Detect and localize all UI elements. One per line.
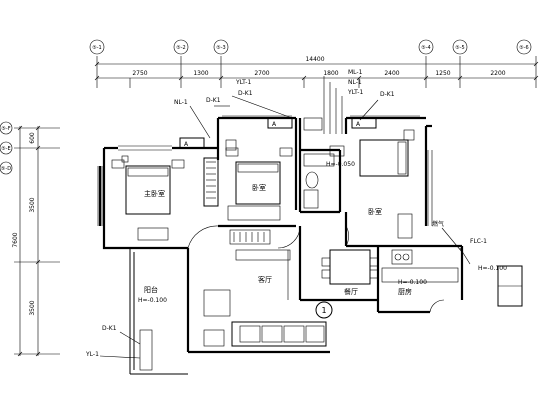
label-nl1: NL-1 bbox=[174, 99, 188, 106]
axis-label: ⑤-1 bbox=[92, 45, 101, 51]
dim-top-1: 2750 bbox=[132, 70, 147, 77]
label-ylt1: YLT-1 bbox=[235, 79, 251, 86]
label-ml1: ML-1 bbox=[348, 69, 363, 76]
top-dimension-chain: 14400 2750 1300 2700 1800 2400 1250 2200 bbox=[94, 56, 539, 88]
room-bedroom-1: 卧室 bbox=[252, 183, 266, 192]
dim-left-1: 600 bbox=[29, 132, 36, 144]
axis-label: ⑤-5 bbox=[455, 45, 464, 51]
room-labels: 主卧室 卧室 卧室 客厅 餐厅 厨房 阳台 H=-0.100 H=-0.100 … bbox=[138, 161, 507, 304]
axis-label: ⑤-2 bbox=[176, 45, 185, 51]
room-living: 客厅 bbox=[258, 275, 272, 284]
svg-text:A: A bbox=[356, 121, 361, 128]
axis-label: ⑤-D bbox=[1, 166, 11, 172]
label-dk1-c: D-K1 bbox=[380, 91, 395, 98]
label-ylt1-b: YLT-1 bbox=[347, 89, 363, 96]
kitchen-level-2: H=-0.100 bbox=[478, 265, 507, 272]
axis-label: ⑤-F bbox=[1, 126, 10, 132]
label-gas: 燃气 bbox=[432, 220, 444, 228]
dim-top-6: 1250 bbox=[435, 70, 450, 77]
section-marker: 1 bbox=[315, 301, 333, 319]
label-dk1-b: D-K1 bbox=[238, 90, 253, 97]
dim-top-2: 1300 bbox=[193, 70, 208, 77]
pipe-labels: NL-1 D-K1 YLT-1 D-K1 ML-1 NL-1 YLT-1 D-K… bbox=[85, 69, 487, 358]
room-kitchen: 厨房 bbox=[398, 287, 412, 296]
svg-text:A: A bbox=[184, 141, 189, 148]
label-flc1: FLC-1 bbox=[470, 238, 487, 245]
furniture bbox=[111, 139, 523, 347]
label-yl1: YL-1 bbox=[85, 351, 99, 358]
kitchen-level: H=-0.100 bbox=[398, 279, 427, 286]
bath-level: H=-0.050 bbox=[326, 161, 355, 168]
label-dk1-a: D-K1 bbox=[206, 97, 221, 104]
axis-bubbles-left: ⑤-F ⑤-E ⑤-D bbox=[0, 121, 13, 175]
room-bedroom-2: 卧室 bbox=[368, 207, 382, 216]
dim-top-7: 2200 bbox=[490, 70, 505, 77]
balcony-level: H=-0.100 bbox=[138, 297, 167, 304]
room-dining: 餐厅 bbox=[344, 287, 358, 296]
label-nl1-b: NL-1 bbox=[348, 79, 362, 86]
axis-label: ⑤-6 bbox=[519, 45, 528, 51]
dim-left-4: 3500 bbox=[29, 300, 36, 315]
walls bbox=[98, 116, 464, 375]
axis-label: ⑤-E bbox=[1, 146, 10, 152]
marker-number: 1 bbox=[321, 306, 326, 315]
label-dk1-d: D-K1 bbox=[102, 325, 117, 332]
dim-top-3: 2700 bbox=[254, 70, 269, 77]
left-dimension-chain: 600 3500 7600 3500 bbox=[12, 125, 60, 357]
dim-total: 14400 bbox=[305, 56, 324, 63]
windows bbox=[97, 115, 433, 226]
ac-units: A A A bbox=[121, 117, 415, 371]
dim-left-2: 3500 bbox=[29, 197, 36, 212]
room-master-bedroom: 主卧室 bbox=[144, 189, 165, 198]
dim-top-5: 2400 bbox=[384, 70, 399, 77]
axis-label: ⑤-4 bbox=[421, 45, 430, 51]
dim-left-3: 7600 bbox=[12, 232, 19, 247]
room-balcony: 阳台 bbox=[144, 285, 158, 294]
dim-top-4: 1800 bbox=[323, 70, 338, 77]
svg-text:A: A bbox=[272, 121, 277, 128]
axis-bubbles-top: ⑤-1 ⑤-2 ⑤-3 ⑤-4 ⑤-5 ⑤-6 bbox=[89, 39, 532, 55]
leaders bbox=[99, 76, 471, 359]
axis-label: ⑤-3 bbox=[216, 45, 225, 51]
